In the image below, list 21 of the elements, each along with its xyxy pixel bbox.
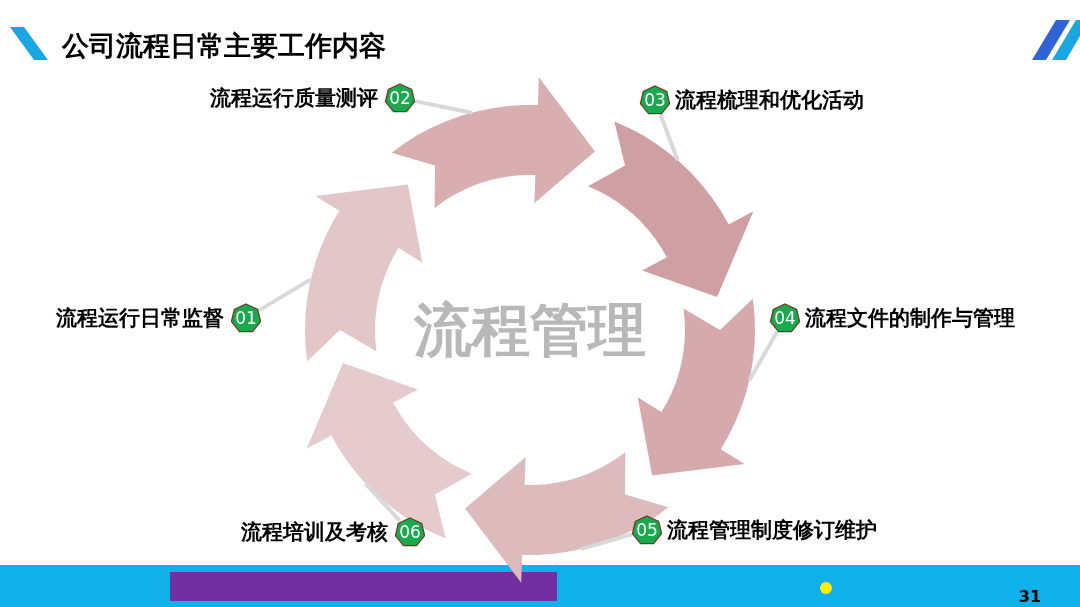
title: 公司流程日常主要工作内容 (62, 29, 386, 63)
number-badge: 05 (631, 515, 663, 545)
item-label: 流程运行日常监督 (56, 305, 224, 332)
number-badge: 04 (769, 303, 801, 333)
leader-line (414, 99, 473, 115)
leader-line (580, 532, 633, 552)
center-label: 流程管理 (412, 295, 647, 365)
leader-line (363, 482, 401, 522)
item-label: 流程运行质量测评 (210, 85, 378, 112)
item-label: 流程梳理和优化活动 (675, 87, 864, 114)
item-label: 流程培训及考核 (241, 519, 388, 546)
item-label: 流程文件的制作与管理 (805, 305, 1015, 332)
number-badge: 03 (639, 85, 671, 115)
leader-line (258, 277, 312, 312)
page-number: 31 (1017, 586, 1043, 607)
leader-line (658, 113, 680, 161)
number-badge: 02 (384, 83, 416, 113)
leader-line (747, 330, 780, 382)
number-badge: 06 (394, 517, 426, 547)
item-label: 流程管理制度修订维护 (667, 517, 877, 544)
number-badge: 01 (230, 303, 262, 333)
